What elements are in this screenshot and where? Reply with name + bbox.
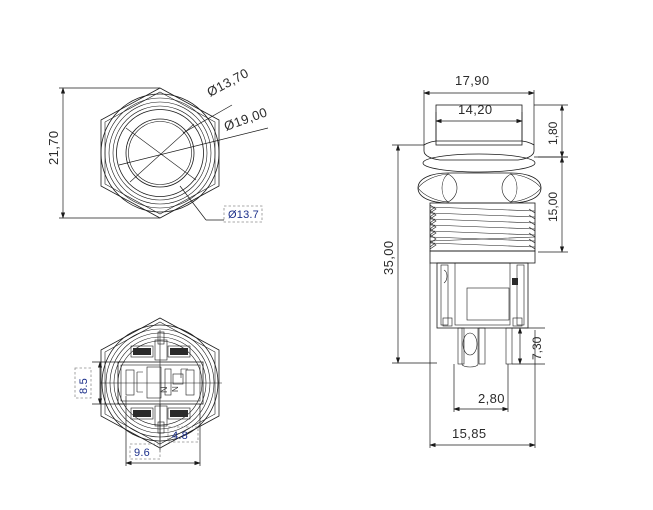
side-flange-facet-right — [509, 173, 542, 203]
side-pin-eyelet — [462, 332, 478, 356]
side-body-detail-left — [443, 269, 448, 284]
side-pin-loop — [461, 328, 479, 368]
rear-callout-box-8v5 — [74, 367, 92, 399]
rear-tab-upper-left — [130, 345, 154, 358]
rear-tab-lower-right-fill — [170, 410, 188, 417]
rear-dim-8v5-label: 8.5 — [78, 378, 90, 394]
rear-center-post-top — [154, 339, 168, 361]
front-button-face-inner — [128, 121, 192, 185]
rear-contact-square — [172, 373, 184, 385]
side-flange-edge-right — [501, 173, 512, 203]
side-body-window — [466, 287, 510, 321]
side-dim-17v90-label: 17,90 — [455, 73, 490, 88]
rear-callout-box-9v6 — [129, 443, 161, 460]
side-dim-14v20-label: 14,20 — [458, 102, 493, 117]
side-dim-1v80-label: 1,80 — [546, 121, 560, 145]
side-body-rail-right — [516, 264, 525, 326]
front-callout-box — [223, 205, 263, 223]
rear-contact-right — [185, 369, 195, 396]
rear-contact-center-bar — [164, 368, 172, 396]
side-dim-2v80-label: 2,80 — [478, 391, 505, 406]
rear-tab-upper-right — [167, 345, 191, 358]
side-dim-35v00-label: 35,00 — [381, 240, 396, 275]
front-ring-3 — [108, 101, 212, 205]
front-button-face — [125, 118, 195, 188]
side-pin-2 — [478, 327, 486, 365]
rear-marking-n: N — [159, 387, 169, 394]
front-ring-2 — [104, 97, 216, 209]
side-dim-7v30-label: 7,30 — [530, 336, 544, 360]
front-callout-led-label: Ø13.7 — [228, 209, 259, 221]
side-flange-edge-left — [447, 173, 458, 203]
rear-bracket-left — [136, 371, 143, 393]
side-body-marker — [512, 278, 518, 285]
side-pin-3 — [505, 327, 513, 365]
rear-tab-upper-left-fill — [133, 348, 151, 355]
front-cross-line-b — [129, 123, 195, 183]
rear-marking-n2: N — [171, 386, 180, 392]
side-dim-15v85-label: 15,85 — [452, 426, 487, 441]
rear-center-post-bottom — [154, 405, 168, 427]
front-hex-inner — [104, 91, 216, 215]
rear-center-pin-top — [157, 331, 165, 345]
rear-bracket-right — [180, 368, 188, 378]
rear-dim-9v6-label: 9.6 — [134, 447, 150, 459]
side-body-rail-left — [440, 264, 449, 326]
side-flange-facet-left — [417, 173, 450, 203]
rear-tab-lower-left — [130, 407, 154, 420]
side-body-foot-left — [442, 317, 453, 327]
front-led-ring — [116, 109, 204, 197]
side-body-core — [454, 262, 511, 326]
side-body-foot-right — [512, 317, 523, 327]
rear-center-pin-bottom — [157, 421, 165, 434]
rear-callout-box-4v8 — [167, 426, 199, 443]
rear-contact-center — [146, 366, 162, 399]
side-pin-1 — [457, 327, 465, 365]
leader-outer-dia — [118, 127, 269, 166]
leader-inner-dia — [182, 104, 233, 134]
rear-tab-lower-right — [167, 407, 191, 420]
leader-led-callout — [179, 185, 207, 221]
side-thread-lines — [430, 204, 535, 250]
rear-tab-lower-left-fill — [133, 410, 151, 417]
side-bezel-ellipse — [422, 153, 536, 173]
front-ring-4 — [112, 105, 208, 201]
rear-view-group: N N 8.5 4.8 9.6 — [74, 317, 222, 466]
front-dim-height-label: 21,70 — [46, 130, 61, 165]
side-dim-15v00-label: 15,00 — [546, 192, 560, 222]
side-view-group: 17,90 14,20 1,80 15,00 35,00 7,30 2,80 — [381, 73, 568, 448]
front-ring-outer — [100, 93, 220, 213]
rear-dim-4v8-label: 4.8 — [172, 430, 188, 442]
rear-contact-left — [125, 369, 135, 396]
rear-tab-upper-right-fill — [170, 348, 188, 355]
